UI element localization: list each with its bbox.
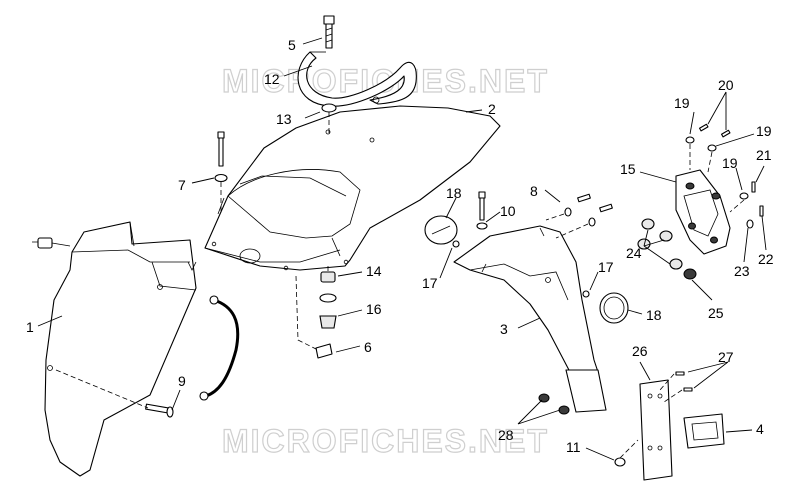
callout-11: 11 <box>566 439 581 455</box>
callout-3: 3 <box>500 321 508 337</box>
part-fasteners-19-23 <box>685 123 764 229</box>
callout-4: 4 <box>756 421 764 437</box>
part-nut-16b <box>319 315 337 329</box>
callout-9: 9 <box>178 373 186 389</box>
callout-13: 13 <box>276 111 292 127</box>
part-screw-7 <box>214 131 228 212</box>
callout-12: 12 <box>264 71 280 87</box>
callout-5: 5 <box>288 37 296 53</box>
callout-17a: 17 <box>422 275 438 291</box>
part-washer-13 <box>321 103 337 113</box>
callout-26: 26 <box>632 343 648 359</box>
callout-16: 16 <box>366 301 382 317</box>
callout-21: 21 <box>756 147 772 163</box>
part-17a <box>452 240 460 248</box>
part-washer-14 <box>320 266 336 283</box>
dash-6 <box>295 275 319 351</box>
part-connector <box>32 237 71 249</box>
part-screws-27 <box>659 371 693 403</box>
callout-15: 15 <box>620 161 636 177</box>
callout-18a: 18 <box>446 185 462 201</box>
callout-28: 28 <box>498 427 514 443</box>
callout-2: 2 <box>488 101 496 117</box>
callout-labels: 5 12 13 2 7 8 10 18 17 14 16 6 1 9 3 17 … <box>26 37 774 455</box>
part-screws-8 <box>545 193 613 239</box>
callout-20: 20 <box>718 77 734 93</box>
callout-19a: 19 <box>674 95 690 111</box>
part-clip-6 <box>315 343 333 359</box>
callout-7: 7 <box>178 177 186 193</box>
part-inner-mudguard <box>44 221 197 477</box>
wire-terminal-bottom <box>199 391 209 401</box>
callout-6: 6 <box>364 339 372 355</box>
callout-19c: 19 <box>722 155 738 171</box>
callout-18b: 18 <box>646 307 662 323</box>
part-17b <box>582 290 590 298</box>
callout-8: 8 <box>530 183 538 199</box>
watermark-bottom: MICROFICHES.NET <box>222 423 549 459</box>
part-bolt-top <box>323 15 335 49</box>
callout-19b: 19 <box>756 123 772 139</box>
part-wire <box>205 298 240 398</box>
part-grommet-28a <box>538 393 550 403</box>
part-screw-10 <box>476 191 488 230</box>
part-washer-16a <box>319 293 337 303</box>
callout-1: 1 <box>26 319 34 335</box>
callout-14: 14 <box>366 263 382 279</box>
part-nut-11 <box>614 457 626 467</box>
part-tail-fairing <box>204 105 501 271</box>
callout-25: 25 <box>708 305 724 321</box>
part-tail-light-bracket <box>675 169 731 255</box>
callout-23: 23 <box>734 263 750 279</box>
part-grommets-24 <box>637 218 683 270</box>
callout-17b: 17 <box>598 259 614 275</box>
part-grommet-28b <box>558 405 570 415</box>
dash-9 <box>55 369 149 409</box>
callout-22: 22 <box>758 251 774 267</box>
part-bolt-9 <box>145 403 174 418</box>
part-license-plate <box>639 379 673 481</box>
callout-10: 10 <box>500 203 516 219</box>
wire-terminal-top <box>209 295 219 305</box>
leader-lines <box>37 37 767 461</box>
callout-27: 27 <box>718 349 734 365</box>
callout-24: 24 <box>626 245 642 261</box>
part-grommet-25 <box>683 268 697 280</box>
part-license-holder <box>453 225 607 413</box>
part-rubber-frame-4 <box>683 413 725 449</box>
dash-11 <box>619 439 639 459</box>
